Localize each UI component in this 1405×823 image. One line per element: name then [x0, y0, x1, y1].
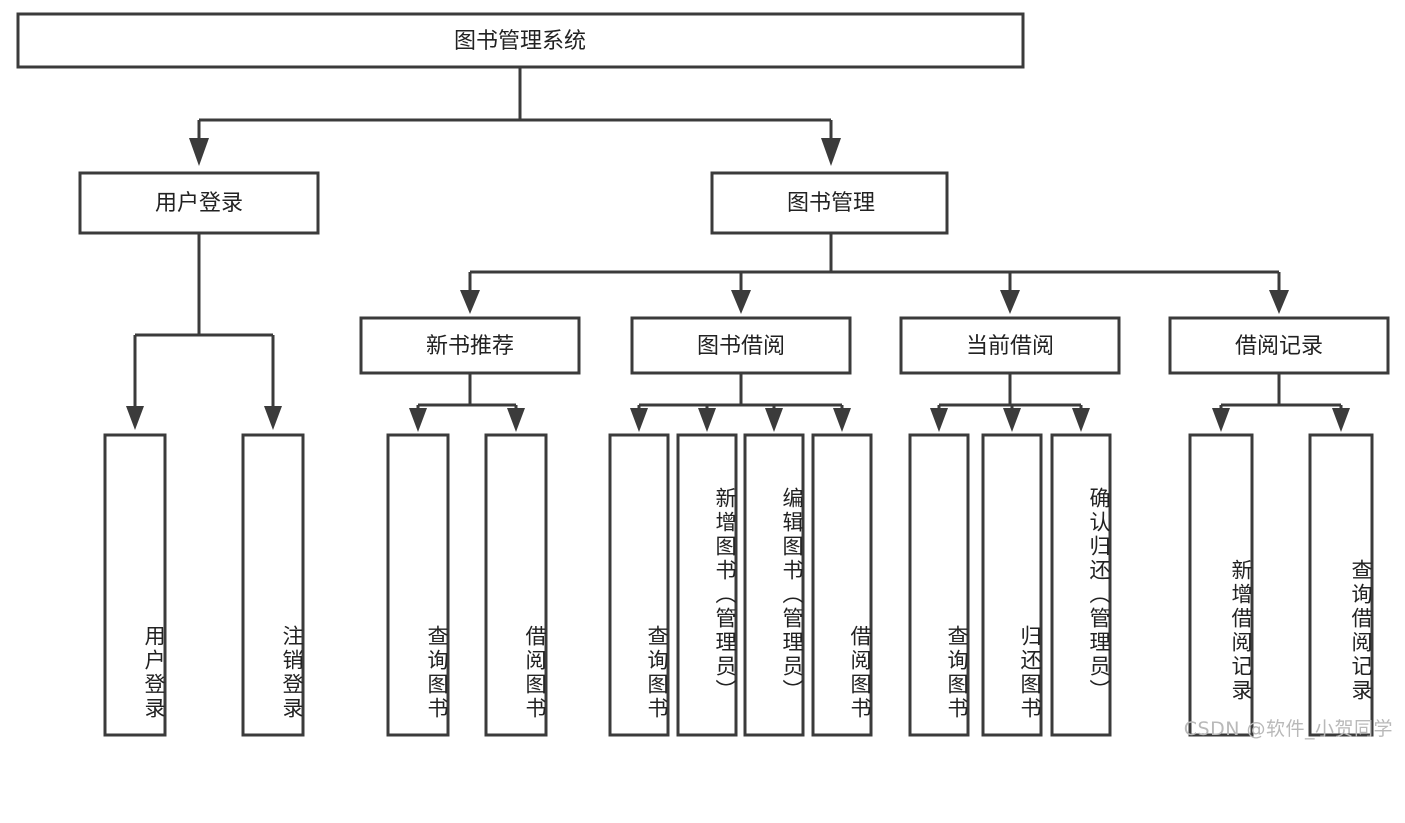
- leaf-box-return-book[interactable]: [981, 433, 1043, 737]
- arrow-head-leaf-borrow-book-1: [507, 408, 525, 432]
- arrow-head-leaf-query-book-3: [930, 408, 948, 432]
- leaf-box-logout[interactable]: [241, 433, 305, 737]
- leaf-box-query-book-2[interactable]: [608, 433, 670, 737]
- arrow-head-borrow-record: [1269, 290, 1289, 314]
- connector-borrow-record-to-leaves: [1212, 373, 1350, 432]
- connector-user-login-to-leaves: [126, 233, 282, 430]
- node-current-borrow-label: 当前借阅: [966, 334, 1054, 359]
- node-book-manage[interactable]: 图书管理: [710, 171, 949, 235]
- connector-book-borrow-to-leaves: [630, 373, 851, 432]
- leaf-boxes: [103, 433, 1374, 737]
- node-book-borrow-label: 图书借阅: [697, 334, 785, 359]
- leaf-box-query-book-3[interactable]: [908, 433, 970, 737]
- node-user-login[interactable]: 用户登录: [78, 171, 320, 235]
- leaf-box-query-book-1[interactable]: [386, 433, 450, 737]
- leaf-box-user-login[interactable]: [103, 433, 167, 737]
- node-current-borrow[interactable]: 当前借阅: [899, 316, 1121, 375]
- leaf-box-query-record[interactable]: [1308, 433, 1374, 737]
- node-new-book-recommend-label: 新书推荐: [426, 334, 514, 359]
- connector-new-book-recommend-to-leaves: [409, 373, 525, 432]
- arrow-head-new-book-recommend: [460, 290, 480, 314]
- connector-root-to-level2: [189, 67, 841, 166]
- node-borrow-record-box[interactable]: [1168, 316, 1390, 375]
- arrow-head-leaf-user-login: [126, 406, 144, 430]
- node-book-manage-box[interactable]: [710, 171, 949, 235]
- arrow-head-leaf-add-record: [1212, 408, 1230, 432]
- arrow-head-leaf-edit-book: [765, 408, 783, 432]
- node-book-manage-label: 图书管理: [787, 191, 875, 216]
- arrow-head-book-manage: [821, 138, 841, 166]
- arrow-head-leaf-logout: [264, 406, 282, 430]
- node-borrow-record-label: 借阅记录: [1235, 334, 1323, 359]
- node-user-login-box[interactable]: [78, 171, 320, 235]
- leaf-box-add-record[interactable]: [1188, 433, 1254, 737]
- node-new-book-recommend[interactable]: 新书推荐: [359, 316, 581, 375]
- leaf-box-borrow-book-2[interactable]: [811, 433, 873, 737]
- arrow-head-leaf-add-book: [698, 408, 716, 432]
- arrow-head-leaf-query-book-2: [630, 408, 648, 432]
- node-current-borrow-box[interactable]: [899, 316, 1121, 375]
- connector-book-manage-to-level3: [460, 233, 1289, 314]
- node-book-borrow[interactable]: 图书借阅: [630, 316, 852, 375]
- diagram-canvas: 图书管理系统 用户登录 图书管理 新书推荐 图书借阅 当前借阅 借阅记录: [16, 12, 1393, 740]
- node-user-login-label: 用户登录: [155, 191, 243, 216]
- node-new-book-recommend-box[interactable]: [359, 316, 581, 375]
- arrow-head-leaf-query-book-1: [409, 408, 427, 432]
- leaf-box-edit-book[interactable]: [743, 433, 805, 737]
- node-root[interactable]: 图书管理系统: [16, 12, 1025, 69]
- node-book-borrow-box[interactable]: [630, 316, 852, 375]
- arrow-head-book-borrow: [731, 290, 751, 314]
- node-root-box[interactable]: [16, 12, 1025, 69]
- leaf-box-borrow-book-1[interactable]: [484, 433, 548, 737]
- node-borrow-record[interactable]: 借阅记录: [1168, 316, 1390, 375]
- arrow-head-leaf-confirm-return: [1072, 408, 1090, 432]
- hierarchy-diagram-svg: 图书管理系统 用户登录 图书管理 新书推荐 图书借阅 当前借阅 借阅记录: [16, 12, 1390, 737]
- connector-current-borrow-to-leaves: [930, 373, 1090, 432]
- leaf-box-confirm-return[interactable]: [1050, 433, 1112, 737]
- arrow-head-leaf-query-record: [1332, 408, 1350, 432]
- arrow-head-current-borrow: [1000, 290, 1020, 314]
- arrow-head-leaf-borrow-book-2: [833, 408, 851, 432]
- arrow-head-user-login: [189, 138, 209, 166]
- node-root-label: 图书管理系统: [454, 29, 586, 54]
- leaf-box-add-book[interactable]: [676, 433, 738, 737]
- arrow-head-leaf-return-book: [1003, 408, 1021, 432]
